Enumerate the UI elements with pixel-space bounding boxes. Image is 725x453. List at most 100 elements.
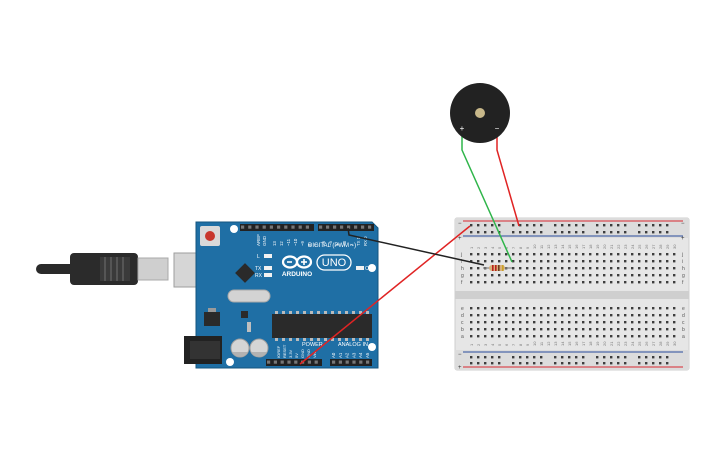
breadboard-hole[interactable] bbox=[568, 274, 571, 277]
breadboard-hole[interactable] bbox=[603, 274, 606, 277]
breadboard-hole[interactable] bbox=[498, 307, 501, 310]
breadboard-hole[interactable] bbox=[519, 274, 522, 277]
breadboard-hole[interactable] bbox=[477, 260, 480, 263]
rail-hole[interactable] bbox=[561, 356, 564, 359]
rail-hole[interactable] bbox=[596, 231, 599, 234]
breadboard-hole[interactable] bbox=[526, 314, 529, 317]
rail-hole[interactable] bbox=[652, 231, 655, 234]
breadboard-hole[interactable] bbox=[491, 328, 494, 331]
breadboard-hole[interactable] bbox=[673, 260, 676, 263]
breadboard-hole[interactable] bbox=[547, 328, 550, 331]
breadboard-hole[interactable] bbox=[652, 307, 655, 310]
rail-hole[interactable] bbox=[533, 231, 536, 234]
header-pin[interactable] bbox=[291, 225, 295, 229]
rail-hole[interactable] bbox=[540, 231, 543, 234]
breadboard-hole[interactable] bbox=[603, 281, 606, 284]
breadboard-hole[interactable] bbox=[505, 328, 508, 331]
breadboard-hole[interactable] bbox=[526, 267, 529, 270]
breadboard-hole[interactable] bbox=[610, 267, 613, 270]
breadboard-hole[interactable] bbox=[617, 328, 620, 331]
breadboard-hole[interactable] bbox=[568, 253, 571, 256]
breadboard-hole[interactable] bbox=[589, 253, 592, 256]
rail-hole[interactable] bbox=[470, 362, 473, 365]
breadboard-hole[interactable] bbox=[561, 260, 564, 263]
breadboard-hole[interactable] bbox=[631, 335, 634, 338]
breadboard-hole[interactable] bbox=[554, 281, 557, 284]
piezo-buzzer[interactable]: + − bbox=[450, 83, 510, 143]
rail-hole[interactable] bbox=[540, 224, 543, 227]
breadboard-hole[interactable] bbox=[624, 281, 627, 284]
breadboard-hole[interactable] bbox=[638, 307, 641, 310]
header-pin[interactable] bbox=[267, 360, 271, 364]
breadboard-hole[interactable] bbox=[554, 328, 557, 331]
digital-header-right[interactable] bbox=[318, 224, 374, 231]
breadboard-hole[interactable] bbox=[498, 321, 501, 324]
rail-hole[interactable] bbox=[596, 356, 599, 359]
breadboard-hole[interactable] bbox=[533, 274, 536, 277]
rail-hole[interactable] bbox=[638, 231, 641, 234]
header-pin[interactable] bbox=[287, 360, 291, 364]
rail-hole[interactable] bbox=[498, 224, 501, 227]
breadboard-hole[interactable] bbox=[624, 260, 627, 263]
header-pin[interactable] bbox=[305, 225, 309, 229]
rail-hole[interactable] bbox=[484, 362, 487, 365]
breadboard-hole[interactable] bbox=[526, 281, 529, 284]
breadboard-hole[interactable] bbox=[554, 335, 557, 338]
rail-hole[interactable] bbox=[659, 231, 662, 234]
breadboard-hole[interactable] bbox=[519, 260, 522, 263]
breadboard-hole[interactable] bbox=[533, 253, 536, 256]
breadboard-hole[interactable] bbox=[645, 274, 648, 277]
rail-hole[interactable] bbox=[659, 224, 662, 227]
breadboard-hole[interactable] bbox=[540, 328, 543, 331]
breadboard-hole[interactable] bbox=[673, 335, 676, 338]
breadboard-hole[interactable] bbox=[477, 281, 480, 284]
breadboard-hole[interactable] bbox=[582, 274, 585, 277]
breadboard-hole[interactable] bbox=[498, 253, 501, 256]
breadboard-hole[interactable] bbox=[673, 321, 676, 324]
breadboard-hole[interactable] bbox=[582, 335, 585, 338]
rail-hole[interactable] bbox=[554, 362, 557, 365]
breadboard-hole[interactable] bbox=[624, 253, 627, 256]
power-header[interactable] bbox=[266, 359, 322, 366]
rail-hole[interactable] bbox=[554, 356, 557, 359]
header-pin[interactable] bbox=[241, 225, 245, 229]
rail-hole[interactable] bbox=[540, 356, 543, 359]
breadboard-hole[interactable] bbox=[533, 328, 536, 331]
header-pin[interactable] bbox=[294, 360, 298, 364]
breadboard-hole[interactable] bbox=[603, 260, 606, 263]
breadboard-hole[interactable] bbox=[666, 307, 669, 310]
breadboard-hole[interactable] bbox=[498, 328, 501, 331]
breadboard-hole[interactable] bbox=[554, 274, 557, 277]
breadboard-hole[interactable] bbox=[659, 274, 662, 277]
breadboard-hole[interactable] bbox=[582, 314, 585, 317]
rail-hole[interactable] bbox=[554, 224, 557, 227]
breadboard-hole[interactable] bbox=[540, 321, 543, 324]
breadboard-hole[interactable] bbox=[589, 321, 592, 324]
rail-hole[interactable] bbox=[624, 356, 627, 359]
breadboard-hole[interactable] bbox=[617, 260, 620, 263]
breadboard-hole[interactable] bbox=[652, 314, 655, 317]
rail-hole[interactable] bbox=[666, 356, 669, 359]
breadboard-hole[interactable] bbox=[638, 253, 641, 256]
rail-hole[interactable] bbox=[561, 231, 564, 234]
breadboard-hole[interactable] bbox=[491, 314, 494, 317]
breadboard-hole[interactable] bbox=[652, 260, 655, 263]
breadboard-hole[interactable] bbox=[526, 328, 529, 331]
rail-hole[interactable] bbox=[652, 356, 655, 359]
breadboard-hole[interactable] bbox=[568, 260, 571, 263]
breadboard-hole[interactable] bbox=[673, 253, 676, 256]
breadboard-hole[interactable] bbox=[624, 335, 627, 338]
breadboard-hole[interactable] bbox=[603, 328, 606, 331]
breadboard-hole[interactable] bbox=[547, 267, 550, 270]
breadboard-hole[interactable] bbox=[666, 253, 669, 256]
rail-hole[interactable] bbox=[638, 362, 641, 365]
rail-hole[interactable] bbox=[666, 231, 669, 234]
rail-hole[interactable] bbox=[477, 356, 480, 359]
rail-hole[interactable] bbox=[561, 224, 564, 227]
breadboard-hole[interactable] bbox=[526, 321, 529, 324]
breadboard-hole[interactable] bbox=[505, 274, 508, 277]
breadboard-hole[interactable] bbox=[638, 328, 641, 331]
rail-hole[interactable] bbox=[512, 362, 515, 365]
breadboard-hole[interactable] bbox=[666, 281, 669, 284]
analog-header[interactable] bbox=[330, 359, 372, 366]
